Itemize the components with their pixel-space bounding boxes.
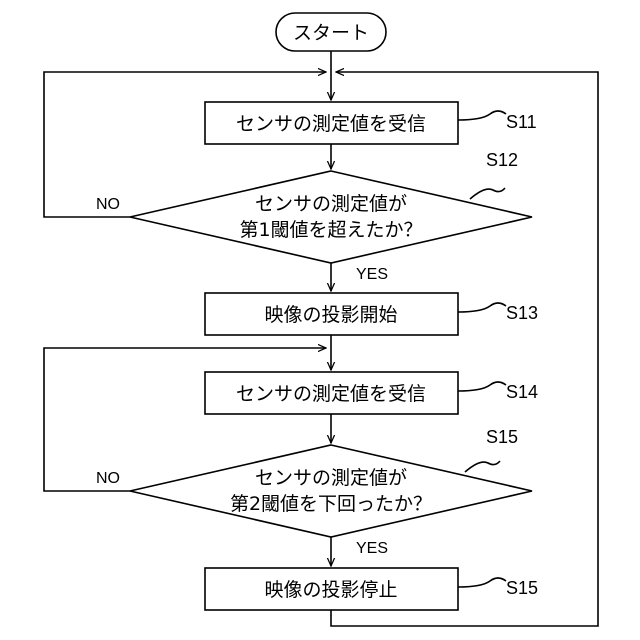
decision-s12-line2: 第1閾値を超えたか？ <box>239 219 422 241</box>
leader-s12 <box>470 188 505 199</box>
leader-s15 <box>458 578 506 587</box>
decision-s15-line1: センサの測定値が <box>255 467 407 489</box>
step-s15-label: 映像の投影停止 <box>264 579 397 601</box>
decision-s12-no: NO <box>96 196 120 213</box>
step-s14-id: S14 <box>506 382 538 402</box>
decision-s15-id: S15 <box>486 427 518 447</box>
step-s15-id: S15 <box>506 578 538 598</box>
decision-s15 <box>130 445 532 537</box>
step-s13-label: 映像の投影開始 <box>264 304 397 326</box>
step-s11-label: センサの測定値を受信 <box>236 113 426 135</box>
step-s13-id: S13 <box>506 303 538 323</box>
decision-s15-no: NO <box>96 470 120 487</box>
decision-s15-line2: 第2閾値を下回ったか？ <box>230 493 432 515</box>
decision-s12 <box>130 171 532 263</box>
leader-s15d <box>465 461 500 472</box>
decision-s12-id: S12 <box>486 150 518 170</box>
step-s14-label: センサの測定値を受信 <box>236 383 426 405</box>
leader-s13 <box>458 303 506 312</box>
decision-s12-yes: YES <box>356 266 388 283</box>
decision-s15-yes: YES <box>356 540 388 557</box>
leader-s11 <box>458 111 506 120</box>
decision-s12-line1: センサの測定値が <box>255 193 407 215</box>
leader-s14 <box>458 382 506 391</box>
start-label: スタート <box>293 22 369 44</box>
step-s11-id: S11 <box>506 112 537 132</box>
